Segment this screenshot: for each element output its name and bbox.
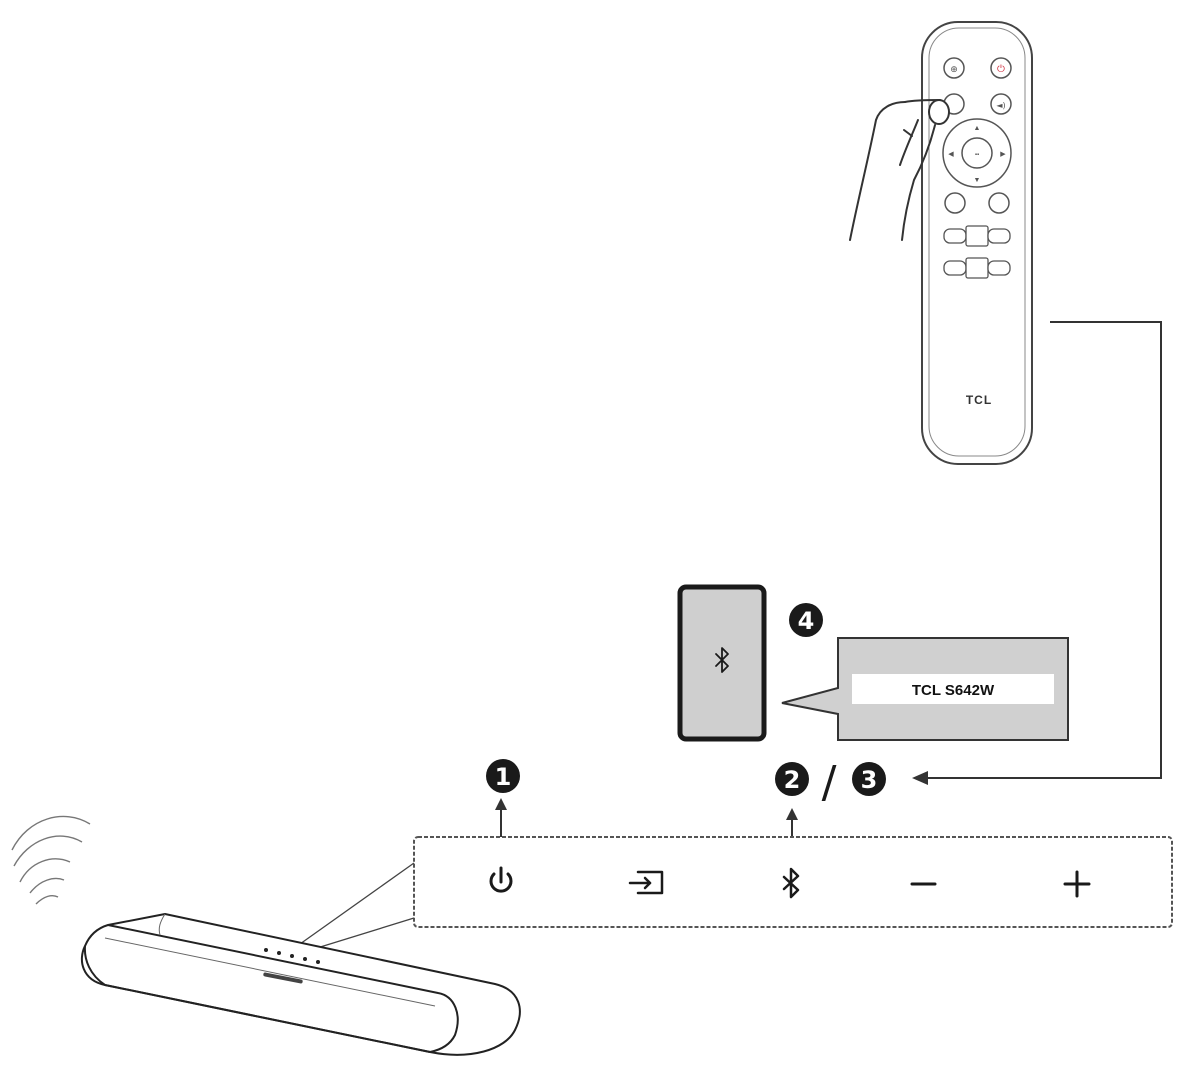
volume-up-icon[interactable] — [1063, 870, 1091, 898]
step-badge-3: 3 — [852, 762, 886, 796]
step-number: 1 — [495, 763, 512, 791]
hand-illustration — [849, 99, 950, 241]
remote-connector-line — [912, 321, 1162, 785]
bluetooth-icon — [715, 647, 729, 673]
svg-text:⊕: ⊕ — [950, 65, 958, 75]
remote-control: ⊕ ⏻ ◄) ▪▪ ▲ ▼ ◀ ▶ TCL — [921, 21, 1033, 465]
remote-brand-logo: TCL — [966, 393, 992, 407]
soundbar-display — [263, 972, 303, 984]
svg-text:▪▪: ▪▪ — [975, 152, 979, 158]
input-source-icon[interactable] — [628, 870, 664, 895]
step-number: 4 — [798, 607, 815, 635]
remote-dpad: ▪▪ ▲ ▼ ◀ ▶ — [942, 118, 1012, 188]
device-list-item[interactable] — [852, 674, 1054, 704]
remote-top-buttons: ⊕ ⏻ ◄) — [943, 57, 1012, 115]
step-number: 2 — [784, 766, 801, 794]
svg-text:▼: ▼ — [974, 177, 981, 184]
step-badge-4: 4 — [789, 603, 823, 637]
zoom-leader-lines — [299, 862, 415, 949]
soundbar — [80, 913, 521, 1056]
remote-power-button — [990, 57, 1012, 79]
step-number: 3 — [861, 766, 878, 794]
bluetooth-device-list-popup: TCL S642W — [781, 637, 1069, 741]
device-name-label: TCL S642W — [912, 682, 995, 699]
svg-text:◄): ◄) — [996, 101, 1005, 110]
bluetooth-icon[interactable] — [782, 867, 800, 899]
power-icon[interactable] — [489, 866, 513, 893]
step-badge-1: 1 — [486, 759, 520, 793]
svg-text:⏻: ⏻ — [997, 64, 1005, 75]
svg-text:▲: ▲ — [974, 125, 981, 132]
wireless-signal-icon — [11, 815, 91, 905]
step-separator: / — [822, 757, 837, 808]
soundbar-control-panel — [413, 836, 1173, 928]
svg-text:◀: ◀ — [948, 151, 954, 158]
step-badge-2: 2 — [775, 762, 809, 796]
phone — [677, 584, 767, 742]
soundbar-top-buttons — [264, 948, 320, 964]
remote-mode-buttons — [943, 225, 1011, 279]
svg-text:▶: ▶ — [1000, 151, 1006, 158]
